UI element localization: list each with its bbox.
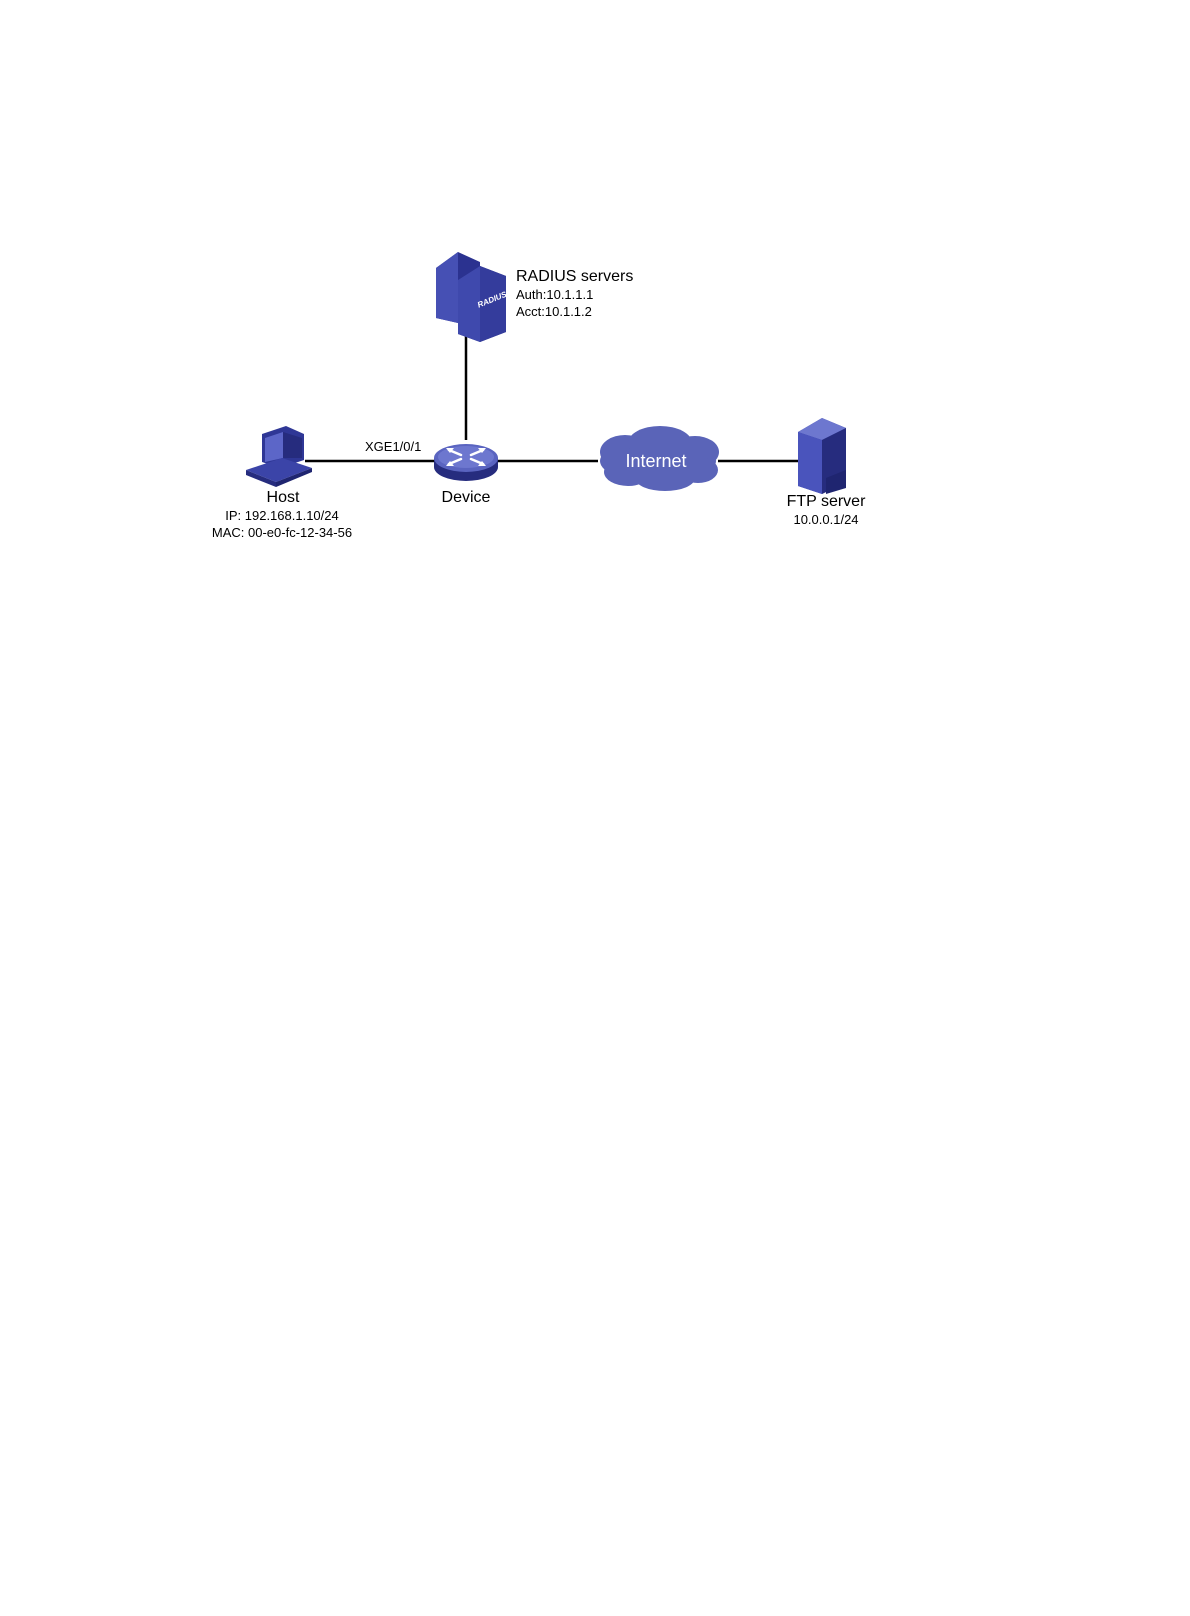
- ftp-ip: 10.0.0.1/24: [793, 512, 858, 527]
- port-label: XGE1/0/1: [365, 439, 421, 454]
- device-title: Device: [442, 489, 491, 506]
- host-computer-icon: [246, 426, 312, 487]
- radius-title: RADIUS servers: [516, 268, 633, 285]
- radius-server-icon: RADIUS: [436, 252, 509, 342]
- switch-device-icon: [434, 444, 498, 481]
- radius-auth-address: Auth:10.1.1.1: [516, 287, 593, 302]
- internet-label: Internet: [625, 451, 686, 471]
- radius-acct-address: Acct:10.1.1.2: [516, 304, 592, 319]
- ftp-server-icon: [798, 418, 846, 494]
- host-title: Host: [267, 489, 300, 506]
- ftp-title: FTP server: [787, 493, 867, 510]
- host-ip: IP: 192.168.1.10/24: [225, 508, 338, 523]
- host-mac: MAC: 00-e0-fc-12-34-56: [212, 525, 352, 540]
